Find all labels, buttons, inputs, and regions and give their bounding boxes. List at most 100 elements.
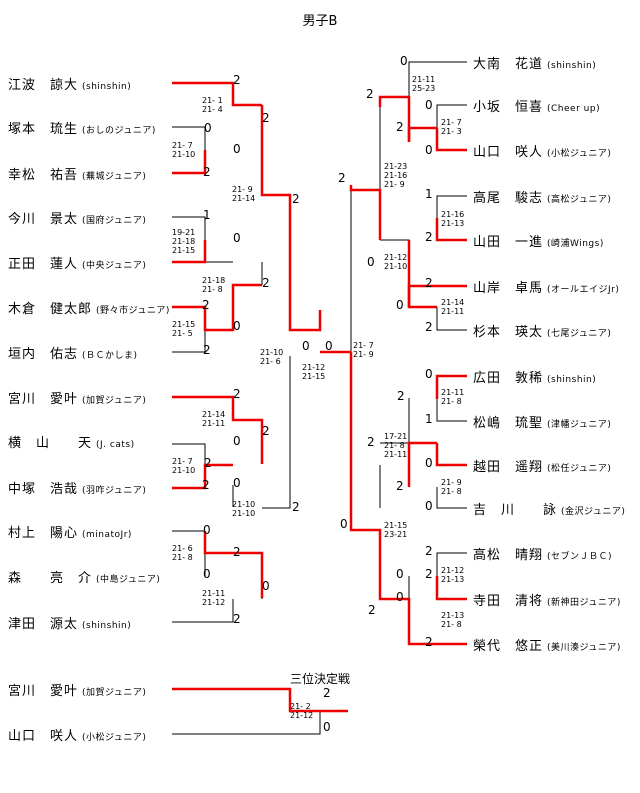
player-club: (羽咋ジュニア): [82, 486, 147, 496]
match-score: 2: [397, 389, 405, 403]
match-score: 0: [204, 121, 212, 135]
player-club: (崎浦Wings): [547, 239, 604, 249]
player-row: 高尾 駿志(高松ジュニア): [473, 187, 611, 206]
match-score: 2: [262, 111, 270, 125]
player-club: (J. cats): [96, 440, 135, 450]
set-scores: 21-16 21-13: [441, 210, 465, 228]
player-club: (美川湊ジュニア): [547, 643, 621, 653]
player-club: (shinshin): [82, 82, 132, 92]
player-name: 小坂 恒喜: [473, 100, 544, 115]
match-score: 2: [292, 192, 300, 206]
set-scores: 21-18 21- 8: [202, 276, 226, 294]
player-row: 今川 景太(国府ジュニア): [8, 208, 146, 227]
player-club: (松任ジュニア): [547, 464, 612, 474]
player-name: 杉本 瑛太: [473, 325, 544, 340]
match-score: 0: [233, 319, 241, 333]
player-row: 中塚 浩哉(羽咋ジュニア): [8, 478, 146, 497]
player-row: 寺田 清将(新神田ジュニア): [473, 590, 621, 609]
player-row: 山田 一進(崎浦Wings): [473, 231, 604, 250]
match-score: 0: [396, 567, 404, 581]
player-row: 津田 源太(shinshin): [8, 613, 131, 632]
player-name: 松嶋 琉聖: [473, 416, 544, 431]
match-score: 2: [233, 545, 241, 559]
player-club: (国府ジュニア): [82, 216, 147, 226]
set-scores: 21-10 21-10: [232, 500, 256, 518]
match-score: 2: [425, 567, 433, 581]
player-name: 今川 景太: [8, 212, 79, 227]
player-club: (新神田ジュニア): [547, 598, 621, 608]
player-row: 松嶋 琉聖(津幡ジュニア): [473, 412, 611, 431]
set-scores: 21-12 21-10: [384, 253, 408, 271]
player-row: 村上 陽心(minatoJr): [8, 522, 132, 541]
match-score: 2: [425, 230, 433, 244]
match-score: 0: [425, 499, 433, 513]
match-score: 0: [233, 476, 241, 490]
player-club: (minatoJr): [82, 530, 132, 540]
match-score: 2: [262, 424, 270, 438]
player-club: (中央ジュニア): [82, 261, 147, 271]
player-name: 山口 咲人: [473, 145, 544, 160]
match-score: 2: [425, 544, 433, 558]
player-row: 小坂 恒喜(Cheer up): [473, 96, 600, 115]
player-row: 正田 蓮人(中央ジュニア): [8, 253, 146, 272]
player-club: (ＢＣかしま): [82, 351, 138, 361]
set-scores: 21- 1 21- 4: [202, 96, 223, 114]
player-row: 山口 咲人(小松ジュニア): [8, 725, 146, 744]
match-score: 2: [203, 343, 211, 357]
player-row: 山岸 卓馬(オールエイジJr): [473, 277, 619, 296]
player-club: (shinshin): [547, 61, 597, 71]
player-club: (津幡ジュニア): [547, 420, 612, 430]
match-score: 0: [425, 143, 433, 157]
set-scores: 21-12 21-13: [441, 566, 465, 584]
player-name: 横 山 天: [8, 436, 93, 451]
player-club: (加賀ジュニア): [82, 396, 147, 406]
player-name: 正田 蓮人: [8, 257, 79, 272]
player-name: 木倉 健太郎: [8, 302, 93, 317]
player-name: 広田 敦稀: [473, 371, 544, 386]
match-score: 0: [425, 98, 433, 112]
match-score: 2: [367, 435, 375, 449]
player-club: (高松ジュニア): [547, 195, 612, 205]
match-score: 0: [396, 590, 404, 604]
match-score: 2: [368, 603, 376, 617]
set-scores: 21- 9 21- 8: [441, 478, 462, 496]
match-score: 0: [425, 456, 433, 470]
match-score: 1: [203, 208, 211, 222]
player-name: 山岸 卓馬: [473, 281, 544, 296]
set-scores: 21-11 21-12: [202, 589, 226, 607]
set-scores: 21- 2 21-12: [290, 702, 314, 720]
player-name: 幸松 祐吾: [8, 168, 79, 183]
player-row: 吉 川 詠(金沢ジュニア): [473, 499, 625, 518]
player-club: (加賀ジュニア): [82, 688, 147, 698]
set-scores: 21- 7 21- 3: [441, 118, 462, 136]
match-score: 0: [203, 523, 211, 537]
player-club: (中島ジュニア): [96, 575, 161, 585]
player-club: (金沢ジュニア): [561, 507, 626, 517]
player-club: (七尾ジュニア): [547, 329, 612, 339]
player-club: (小松ジュニア): [82, 733, 147, 743]
set-scores: 21-13 21- 8: [441, 611, 465, 629]
player-row: 森 亮 介(中島ジュニア): [8, 567, 160, 586]
player-row: 山口 咲人(小松ジュニア): [473, 141, 611, 160]
player-name: 榮代 悠正: [473, 639, 544, 654]
player-row: 幸松 祐吾(蕪城ジュニア): [8, 164, 146, 183]
player-name: 越田 遥翔: [473, 460, 544, 475]
player-name: 塚本 琉生: [8, 122, 79, 137]
set-scores: 21- 6 21- 8: [172, 544, 193, 562]
player-row: 杉本 瑛太(七尾ジュニア): [473, 321, 611, 340]
set-scores: 21-23 21-16 21- 9: [384, 162, 408, 189]
player-club: (shinshin): [82, 621, 132, 631]
match-score: 0: [340, 517, 348, 531]
match-score: 0: [400, 54, 408, 68]
player-name: 山口 咲人: [8, 729, 79, 744]
set-scores: 21-12 21-15: [302, 363, 326, 381]
player-row: 大南 花道(shinshin): [473, 53, 596, 72]
player-row: 越田 遥翔(松任ジュニア): [473, 456, 611, 475]
match-score: 2: [203, 165, 211, 179]
player-club: (蕪城ジュニア): [82, 172, 147, 182]
set-scores: 21-10 21- 6: [260, 348, 284, 366]
player-name: 高尾 駿志: [473, 191, 544, 206]
player-row: 垣内 佑志(ＢＣかしま): [8, 343, 138, 362]
match-score: 2: [233, 387, 241, 401]
match-score: 0: [367, 255, 375, 269]
